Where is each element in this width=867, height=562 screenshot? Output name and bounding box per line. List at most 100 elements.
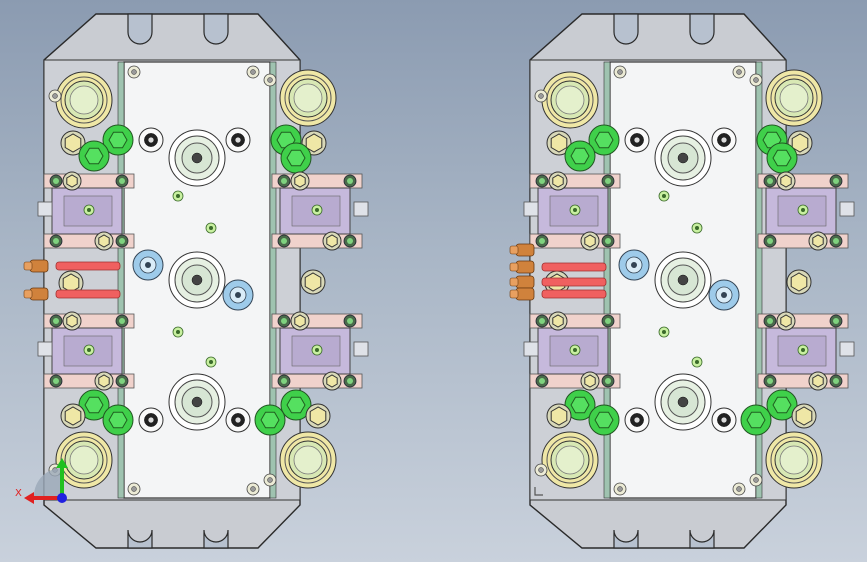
hex-head [66, 174, 78, 188]
pin-center [662, 194, 666, 198]
yellow-boss [279, 69, 337, 127]
small-hex-nut [94, 371, 114, 391]
coolant-tube [541, 277, 607, 287]
small-screw-socket [617, 486, 623, 492]
hex-head [552, 314, 564, 328]
green-screw-core [347, 178, 353, 184]
small-hex-nut [62, 171, 82, 191]
small-screw [263, 473, 277, 487]
cylinder-rod [353, 201, 369, 217]
green-nut [740, 404, 772, 436]
boss-core [779, 83, 809, 113]
green-screw-core [281, 378, 287, 384]
cap-screw [711, 127, 737, 153]
green-screw-core [767, 238, 773, 244]
cylinder-rod [839, 201, 855, 217]
tube-connector [515, 260, 535, 274]
guide-bushing [168, 251, 226, 309]
hex-nut [301, 130, 327, 156]
cylinder-rod [37, 341, 53, 357]
green-screw [277, 374, 291, 388]
hex-nut [60, 130, 86, 156]
mounting-notch [613, 13, 639, 45]
pin-center [801, 208, 805, 212]
green-screw [49, 374, 63, 388]
hex-head [305, 133, 323, 153]
screw-center [148, 417, 154, 423]
green-screw-core [281, 318, 287, 324]
small-hex-nut [580, 231, 600, 251]
side-slide-block [37, 311, 135, 391]
pin-center [315, 348, 319, 352]
bushing-hole [191, 152, 203, 164]
small-hex-nut [548, 171, 568, 191]
small-screw [127, 482, 141, 496]
small-hex-nut [290, 311, 310, 331]
blue-ring [222, 279, 254, 311]
green-nut [280, 142, 312, 174]
green-nut [78, 140, 110, 172]
green-screw-core [833, 238, 839, 244]
cylinder-rod [37, 201, 53, 217]
cap-screw [225, 127, 251, 153]
guide-bushing [654, 251, 712, 309]
small-hex-nut [322, 371, 342, 391]
bushing-hole [677, 396, 689, 408]
side-slide-block [271, 171, 369, 251]
hex-head [62, 273, 80, 293]
green-screw [535, 314, 549, 328]
green-screw-core [833, 378, 839, 384]
green-nut-hex [84, 396, 104, 414]
screw-center [634, 137, 640, 143]
green-nut-hex [570, 396, 590, 414]
small-hex-nut [290, 171, 310, 191]
mounting-notch [203, 13, 229, 45]
screw-center [235, 417, 241, 423]
coolant-tube [55, 289, 121, 299]
tube-connector [515, 287, 535, 301]
green-screw [115, 314, 129, 328]
boss-core [293, 83, 323, 113]
center-plate-rail-right [269, 61, 277, 499]
yellow-boss [765, 431, 823, 489]
small-screw-socket [250, 486, 256, 492]
small-screw [534, 89, 548, 103]
locating-pin [311, 344, 323, 356]
small-screw [127, 65, 141, 79]
small-hex-nut [776, 311, 796, 331]
small-screw-socket [267, 77, 273, 83]
blue-ring-hole [145, 262, 151, 268]
boss-core [555, 445, 585, 475]
hex-head [780, 314, 792, 328]
locating-pin [797, 344, 809, 356]
green-nut [280, 389, 312, 421]
locating-pin [569, 344, 581, 356]
hex-head [98, 374, 110, 388]
small-screw [749, 73, 763, 87]
green-screw-core [539, 238, 545, 244]
pin-center [573, 208, 577, 212]
hex-head [326, 374, 338, 388]
pin-center [801, 348, 805, 352]
locating-pin [172, 326, 184, 338]
green-screw [601, 174, 615, 188]
guide-bushing [168, 129, 226, 187]
yellow-boss [55, 431, 113, 489]
small-screw-socket [617, 69, 623, 75]
green-screw-core [539, 378, 545, 384]
green-screw-core [53, 178, 59, 184]
side-slide-block [523, 311, 621, 391]
hex-head [812, 374, 824, 388]
green-nut-hex [594, 411, 614, 429]
bushing-hole [677, 274, 689, 286]
side-slide-block [757, 171, 855, 251]
hex-head [584, 234, 596, 248]
right-die-assembly [509, 13, 855, 549]
coolant-tube [55, 261, 121, 271]
green-nut [78, 389, 110, 421]
connector-tip [509, 262, 519, 272]
x-axis-label: X [15, 488, 22, 499]
hex-head [550, 406, 568, 426]
